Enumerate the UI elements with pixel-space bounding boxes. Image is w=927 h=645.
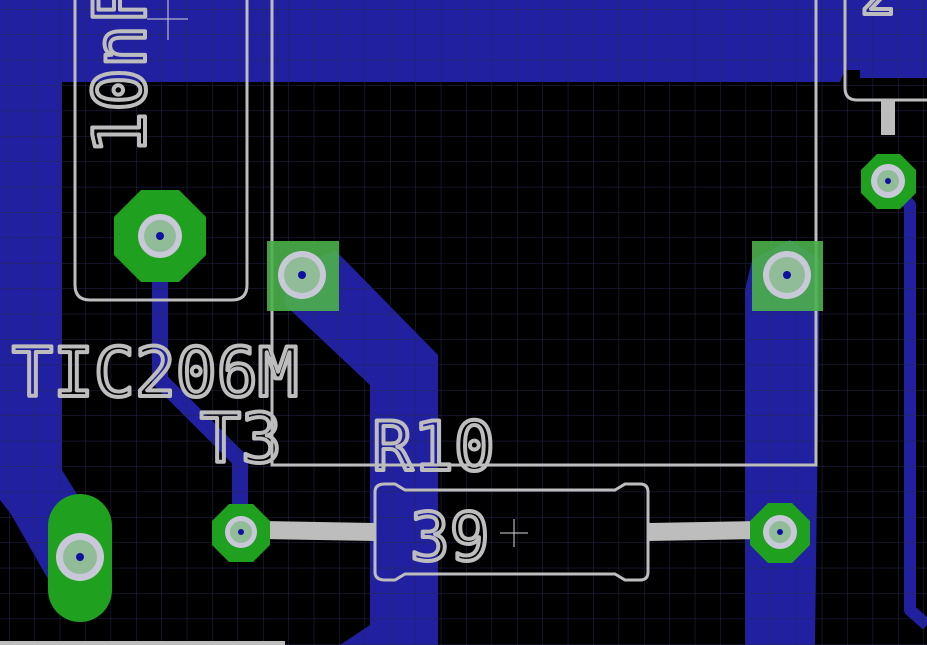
origin-cross-resistor: [500, 519, 528, 547]
pads-layer: [48, 154, 916, 622]
triac-ref-label: T3: [200, 400, 282, 479]
origin-crosses: [147, 0, 528, 547]
triac-part-label: TIC206M: [12, 334, 299, 413]
resistor-lead-right: [647, 521, 761, 541]
capacitor-outline: [73, 0, 249, 302]
resistor-outline: [373, 482, 650, 582]
origin-cross-capacitor: [147, 0, 188, 40]
resistor-value-label: 39: [410, 499, 489, 576]
pad-capacitor[interactable]: [114, 190, 206, 282]
capacitor-value-label: 10nF: [78, 0, 162, 155]
resistor-ref-label: R10: [372, 408, 495, 487]
connector-outline: [843, 0, 927, 102]
pad-triac-gate[interactable]: [212, 504, 270, 562]
triac-outline: [270, 0, 818, 467]
pad-connector[interactable]: [861, 154, 916, 209]
connector-ref-label: 2: [860, 0, 896, 29]
pad-triac-2[interactable]: [752, 241, 823, 311]
pad-oval-left[interactable]: [48, 494, 112, 622]
resistor-lead-left: [261, 521, 376, 541]
silkscreen-text-layer: 10nF TIC206M T3 R10 39 2: [10, 0, 898, 578]
pad-resistor-2[interactable]: [750, 503, 810, 563]
pad-triac-1[interactable]: [267, 241, 339, 311]
